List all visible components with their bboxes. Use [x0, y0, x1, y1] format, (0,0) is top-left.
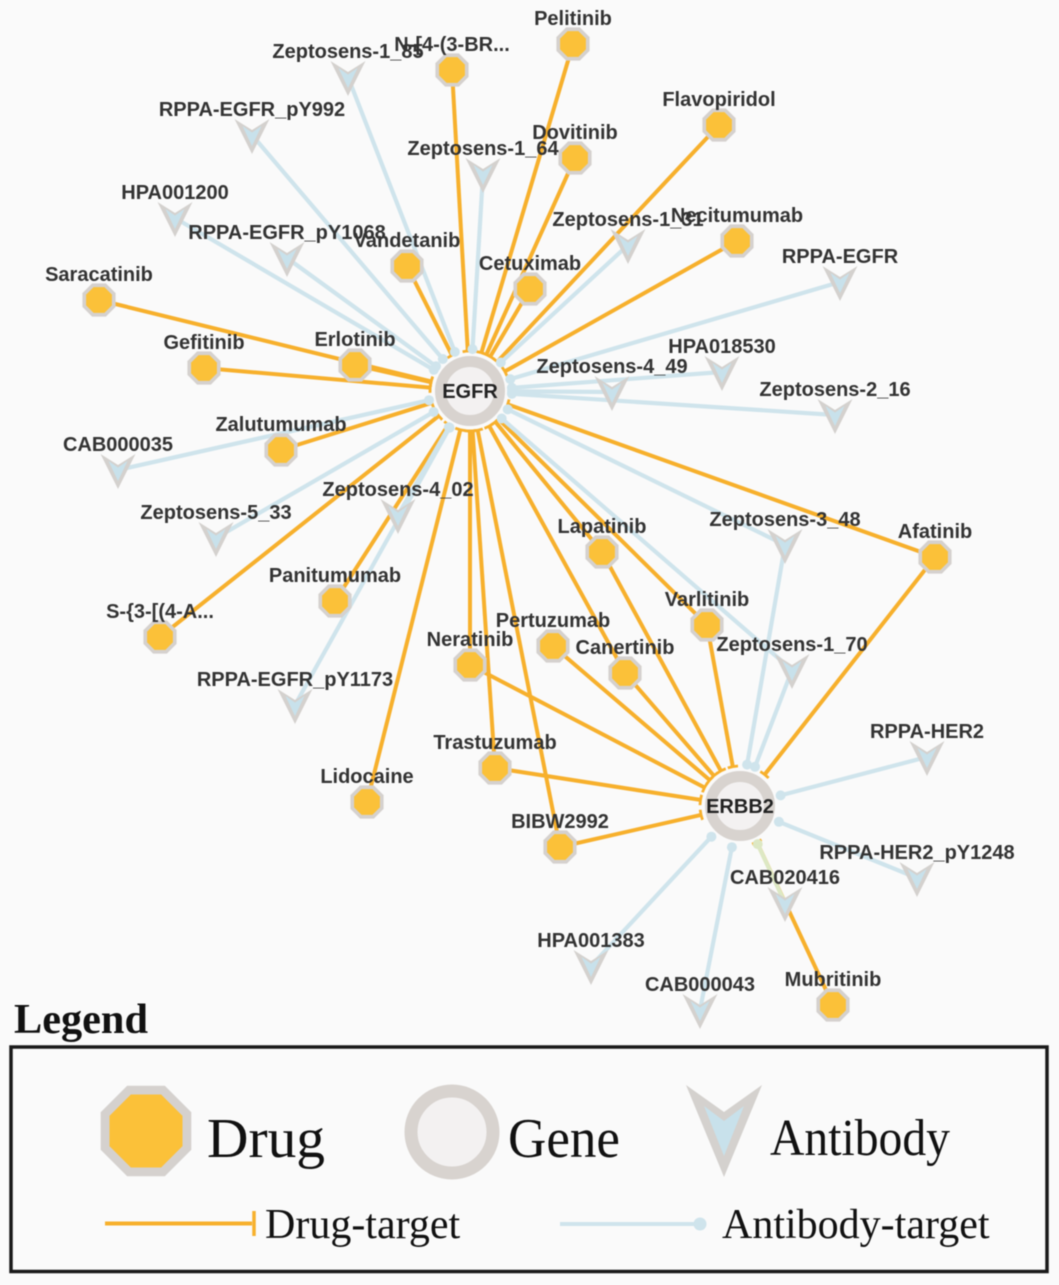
- svg-text:Varlitinib: Varlitinib: [665, 589, 749, 611]
- svg-text:RPPA-HER2_pY1248: RPPA-HER2_pY1248: [819, 842, 1014, 864]
- svg-text:Gene: Gene: [508, 1108, 620, 1170]
- svg-text:Zeptosens-3_48: Zeptosens-3_48: [709, 509, 860, 531]
- svg-text:Vandetanib: Vandetanib: [354, 230, 461, 252]
- svg-text:N-[4-(3-BR...: N-[4-(3-BR...: [394, 34, 510, 56]
- svg-text:Cetuximab: Cetuximab: [479, 253, 581, 275]
- svg-text:Zeptosens-1_85: Zeptosens-1_85: [272, 41, 423, 63]
- svg-text:Neratinib: Neratinib: [427, 629, 514, 651]
- svg-text:Drug-target: Drug-target: [265, 1202, 460, 1248]
- svg-text:Zeptosens-4_02: Zeptosens-4_02: [322, 479, 473, 501]
- svg-text:Canertinib: Canertinib: [576, 637, 675, 659]
- svg-text:Trastuzumab: Trastuzumab: [433, 732, 556, 754]
- svg-text:RPPA-EGFR_pY1068: RPPA-EGFR_pY1068: [188, 222, 385, 244]
- svg-text:CAB000035: CAB000035: [63, 434, 173, 456]
- svg-text:ERBB2: ERBB2: [706, 796, 774, 818]
- svg-text:HPA001200: HPA001200: [121, 182, 228, 204]
- svg-text:BIBW2992: BIBW2992: [511, 811, 609, 833]
- svg-text:Necitumumab: Necitumumab: [671, 205, 803, 227]
- svg-text:Flavopiridol: Flavopiridol: [662, 89, 775, 111]
- svg-text:Antibody-target: Antibody-target: [722, 1202, 990, 1248]
- svg-text:Gefitinib: Gefitinib: [163, 332, 244, 354]
- svg-text:Pelitinib: Pelitinib: [534, 8, 612, 30]
- svg-text:Afatinib: Afatinib: [898, 521, 972, 543]
- svg-text:Legend: Legend: [14, 997, 148, 1043]
- svg-text:Pertuzumab: Pertuzumab: [496, 610, 610, 632]
- svg-text:Zeptosens-1_64: Zeptosens-1_64: [407, 138, 559, 160]
- svg-text:S-{3-[(4-A...: S-{3-[(4-A...: [106, 601, 214, 623]
- svg-text:RPPA-HER2: RPPA-HER2: [870, 721, 984, 743]
- svg-text:Zeptosens-1_31: Zeptosens-1_31: [552, 209, 703, 231]
- svg-text:Lapatinib: Lapatinib: [558, 516, 647, 538]
- svg-text:Antibody: Antibody: [770, 1110, 950, 1167]
- svg-text:HPA001383: HPA001383: [537, 930, 644, 952]
- svg-text:Zeptosens-5_33: Zeptosens-5_33: [140, 502, 291, 524]
- svg-text:Lidocaine: Lidocaine: [320, 766, 413, 788]
- svg-text:HPA018530: HPA018530: [668, 336, 775, 358]
- svg-text:CAB020416: CAB020416: [730, 867, 840, 889]
- svg-text:EGFR: EGFR: [442, 381, 498, 403]
- svg-text:RPPA-EGFR_pY992: RPPA-EGFR_pY992: [159, 99, 345, 121]
- svg-text:Zeptosens-2_16: Zeptosens-2_16: [759, 379, 910, 401]
- svg-text:Mubritinib: Mubritinib: [785, 969, 882, 991]
- svg-text:CAB000043: CAB000043: [645, 974, 755, 996]
- svg-text:Drug: Drug: [207, 1108, 325, 1170]
- svg-text:Zeptosens-1_70: Zeptosens-1_70: [716, 634, 867, 656]
- svg-text:Saracatinib: Saracatinib: [45, 264, 153, 286]
- svg-text:Panitumumab: Panitumumab: [269, 565, 401, 587]
- svg-text:RPPA-EGFR_pY1173: RPPA-EGFR_pY1173: [197, 669, 393, 691]
- svg-text:RPPA-EGFR: RPPA-EGFR: [782, 246, 899, 268]
- svg-text:Zalutumumab: Zalutumumab: [215, 414, 346, 436]
- svg-text:Erlotinib: Erlotinib: [314, 329, 395, 351]
- svg-text:Dovitinib: Dovitinib: [532, 122, 618, 144]
- svg-text:Zeptosens-4_49: Zeptosens-4_49: [536, 356, 687, 378]
